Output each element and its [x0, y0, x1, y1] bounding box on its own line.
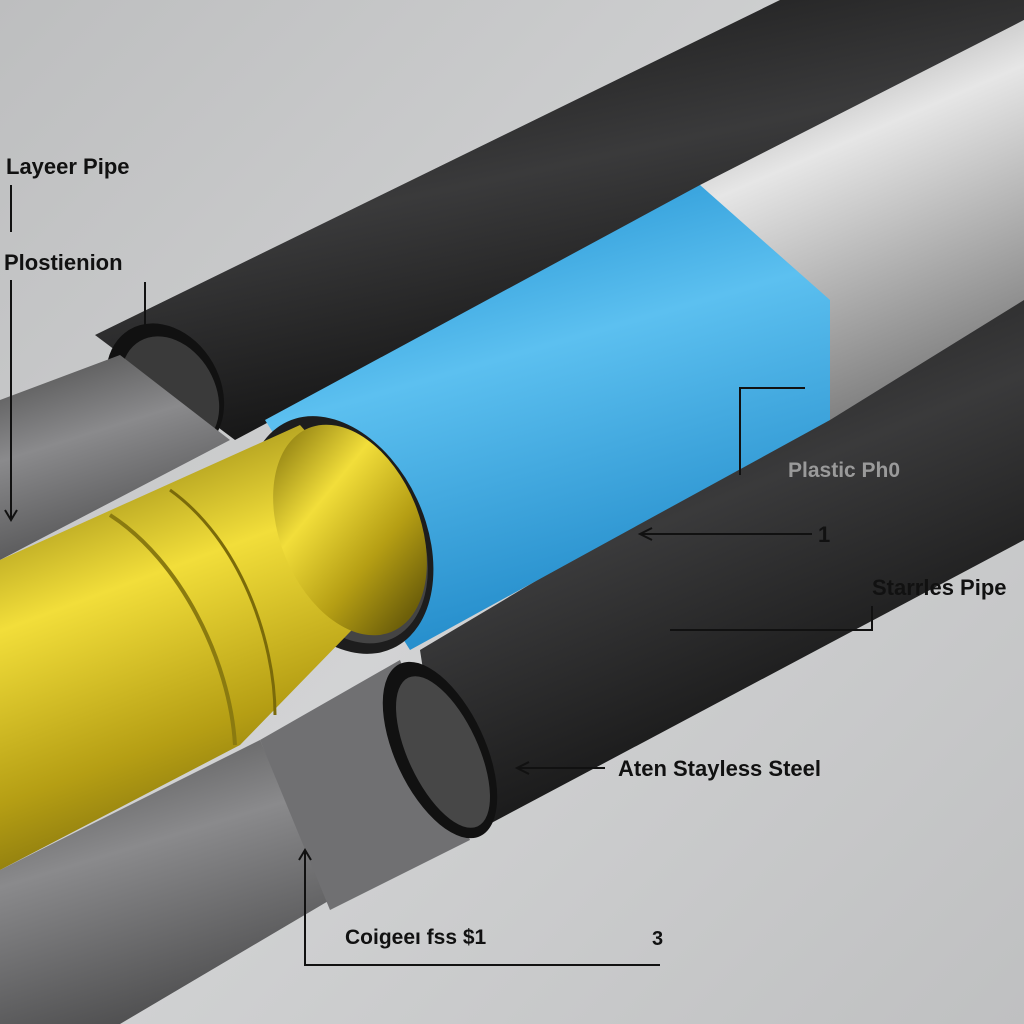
gold-ring — [108, 513, 237, 746]
black-pipe-lower — [420, 290, 1024, 845]
label-plastic-pipe: Plastic Ph0 — [788, 459, 901, 482]
gold-pipe-end — [273, 424, 427, 636]
label-coigee: Coigeeı fss $1 — [345, 926, 487, 949]
label-marker-3: 3 — [652, 928, 664, 950]
gold-ring — [169, 488, 277, 716]
leader-lines — [4, 185, 873, 966]
gray-pipe-lower — [0, 740, 330, 1024]
label-plostienion: Plostienion — [4, 250, 123, 275]
label-aten-stayless-steel: Aten Stayless Steel — [618, 756, 821, 781]
black-pipe-top — [95, 0, 1024, 440]
label-marker-1: 1 — [818, 522, 831, 547]
label-layer-pipe: Layeer Pipe — [6, 154, 130, 179]
label-starrles-pipe: Starrles Pipe — [872, 575, 1007, 600]
foam-layer — [396, 676, 490, 828]
gray-pipe-upper — [0, 355, 230, 560]
